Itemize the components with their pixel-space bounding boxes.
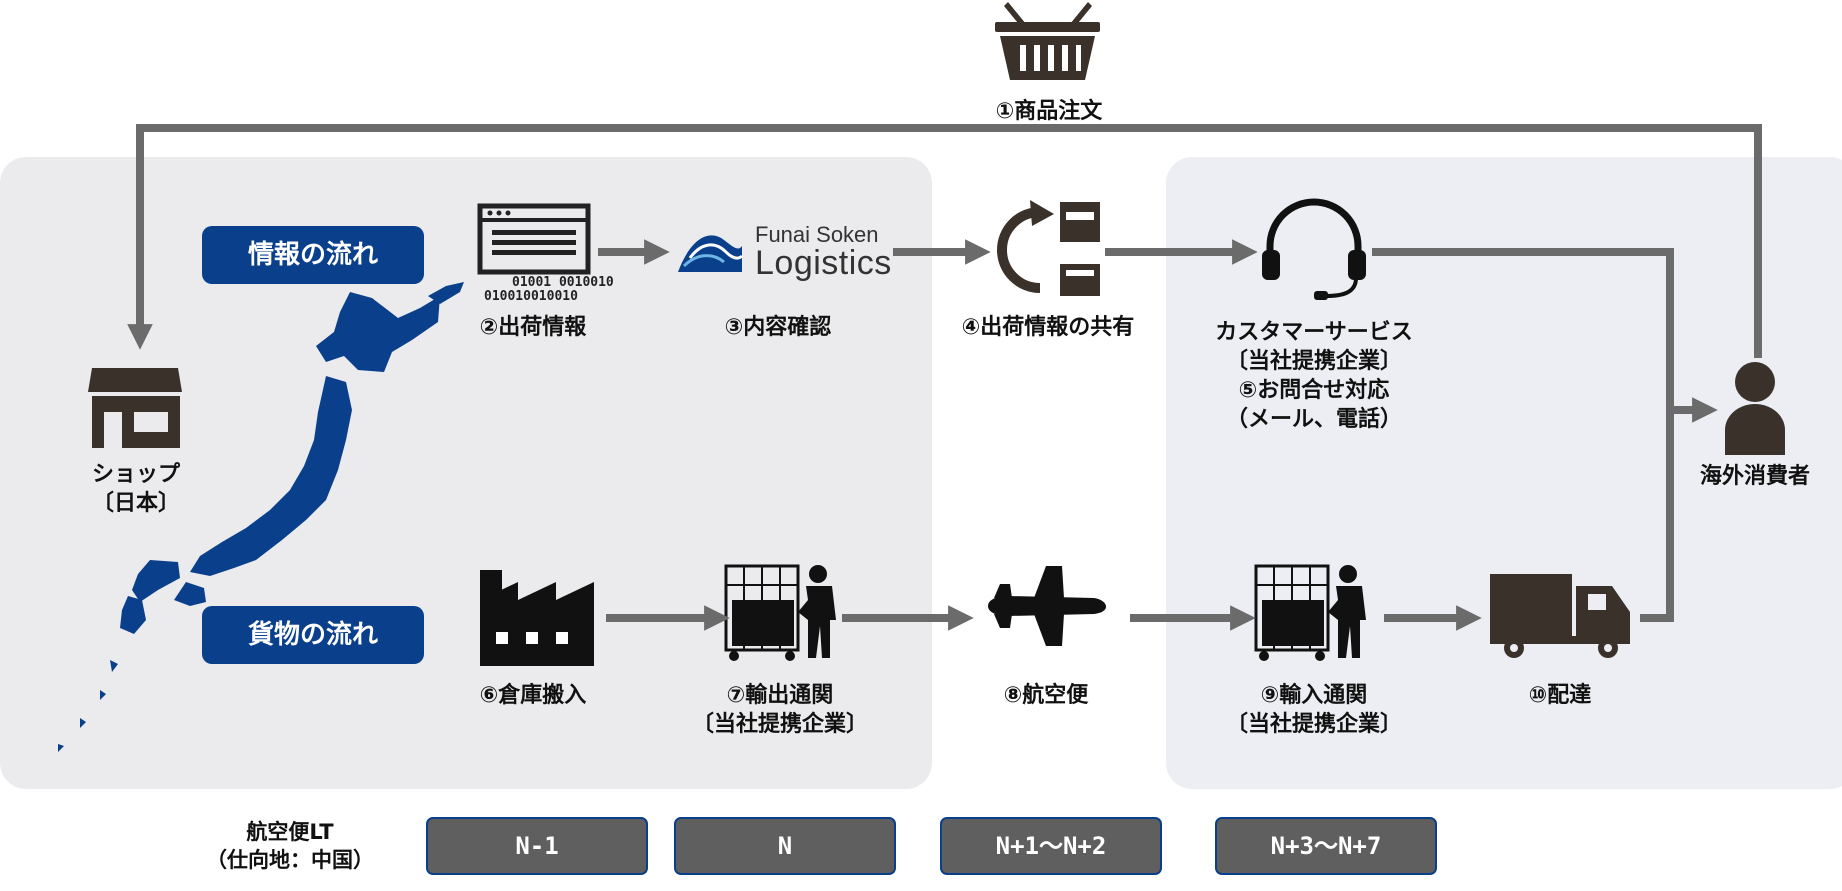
basket-icon — [995, 2, 1100, 80]
export-customs-label: ⑦輸出通関 〔当社提携企業〕 — [692, 681, 868, 739]
shop-label-line1: ショップ — [91, 462, 181, 487]
share-icon — [997, 200, 1100, 296]
info-flow-badge: 情報の流れ — [202, 226, 424, 284]
cart-worker-export-icon — [724, 564, 836, 661]
japan-panel — [0, 157, 932, 789]
cart-worker-import-icon — [1254, 564, 1366, 661]
order-label: ①商品注文 — [995, 99, 1103, 124]
leadtime-box-3: N+1〜N+2 — [940, 817, 1162, 875]
leadtime-caption: 航空便LT （仕向地：中国） — [190, 818, 390, 874]
leadtime-caption-line1: 航空便LT — [246, 820, 334, 844]
cs-line2: 〔当社提携企業〕 — [1225, 349, 1402, 374]
leadtime-box-4: N+3〜N+7 — [1215, 817, 1437, 875]
cs-line1: カスタマーサービス — [1215, 320, 1413, 345]
delivery-truck-icon — [1490, 574, 1630, 658]
funai-logo-wave-icon — [678, 235, 744, 272]
info-share-label: ④出荷情報の共有 — [961, 315, 1135, 340]
export-line2: 〔当社提携企業〕 — [691, 712, 869, 737]
factory-icon — [480, 570, 594, 666]
shop-label: ショップ 〔日本〕 — [92, 460, 180, 518]
data-document-icon: 01001 0010010 010010010010 — [477, 203, 614, 304]
flow-arrows — [127, 124, 1762, 631]
import-line1: ⑨輸入通関 — [1260, 683, 1368, 708]
import-line2: 〔当社提携企業〕 — [1225, 712, 1403, 737]
import-customs-label: ⑨輸入通関 〔当社提携企業〕 — [1226, 681, 1402, 739]
leadtime-caption-line2: （仕向地：中国） — [206, 848, 374, 872]
leadtime-box-1: N-1 — [426, 817, 648, 875]
shop-icon — [88, 368, 182, 448]
cs-line4: （メール、電話） — [1225, 407, 1402, 432]
arrow-delivery-to-consumer — [1640, 402, 1674, 622]
warehouse-label: ⑥倉庫搬入 — [479, 683, 587, 708]
binary-line-1: 01001 0010010 — [512, 275, 614, 290]
arrow-cs-to-consumer — [1372, 248, 1718, 423]
consumer-person-icon — [1725, 362, 1785, 455]
consumer-label: 海外消費者 — [1699, 464, 1811, 489]
cargo-flow-badge: 貨物の流れ — [202, 606, 424, 664]
customer-service-label: カスタマーサービス 〔当社提携企業〕 ⑤お問合せ対応 （メール、電話） — [1215, 318, 1413, 434]
binary-line-2: 010010010010 — [484, 289, 578, 304]
delivery-label: ⑩配達 — [1528, 683, 1592, 708]
shop-label-line2: 〔日本〕 — [91, 491, 181, 516]
ship-info-label: ②出荷情報 — [479, 315, 587, 340]
flight-label: ⑧航空便 — [1003, 683, 1089, 708]
airplane-icon — [988, 566, 1107, 646]
logo-line2: Logistics — [755, 244, 892, 282]
japan-map-icon — [58, 282, 464, 752]
export-line1: ⑦輸出通関 — [726, 683, 834, 708]
cs-line3: ⑤お問合せ対応 — [1238, 378, 1390, 403]
content-check-label: ③内容確認 — [724, 315, 832, 340]
headset-icon — [1262, 198, 1366, 300]
logo-line1: Funai Soken — [755, 222, 879, 247]
order-arrow — [127, 124, 1762, 358]
leadtime-box-2: N — [674, 817, 896, 875]
